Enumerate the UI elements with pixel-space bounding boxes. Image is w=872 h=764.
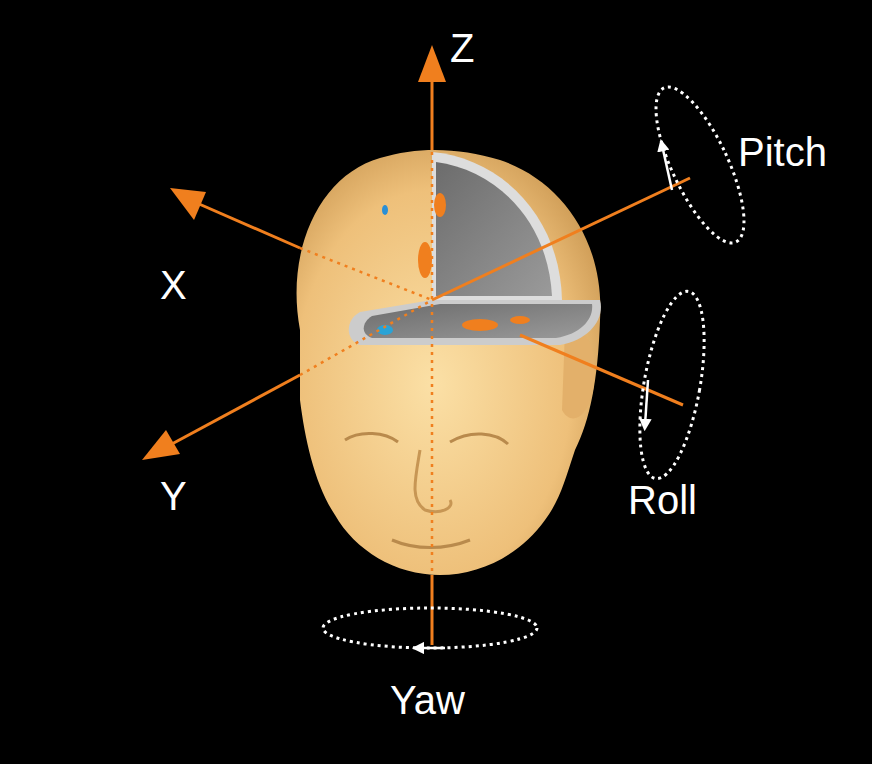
rotation-arrows <box>418 145 672 648</box>
axis-arrowheads <box>142 45 446 460</box>
axis-lines-front <box>432 178 690 405</box>
hidden-axes <box>300 152 432 575</box>
rotation-ellipses <box>323 76 761 648</box>
axis-label: Pitch <box>738 132 827 172</box>
axis-label: Y <box>160 476 187 516</box>
axis-label: Z <box>450 28 474 68</box>
axis-label: Yaw <box>390 680 465 720</box>
head <box>297 150 601 575</box>
axis-label: X <box>160 265 187 305</box>
axis-label: Roll <box>628 480 697 520</box>
